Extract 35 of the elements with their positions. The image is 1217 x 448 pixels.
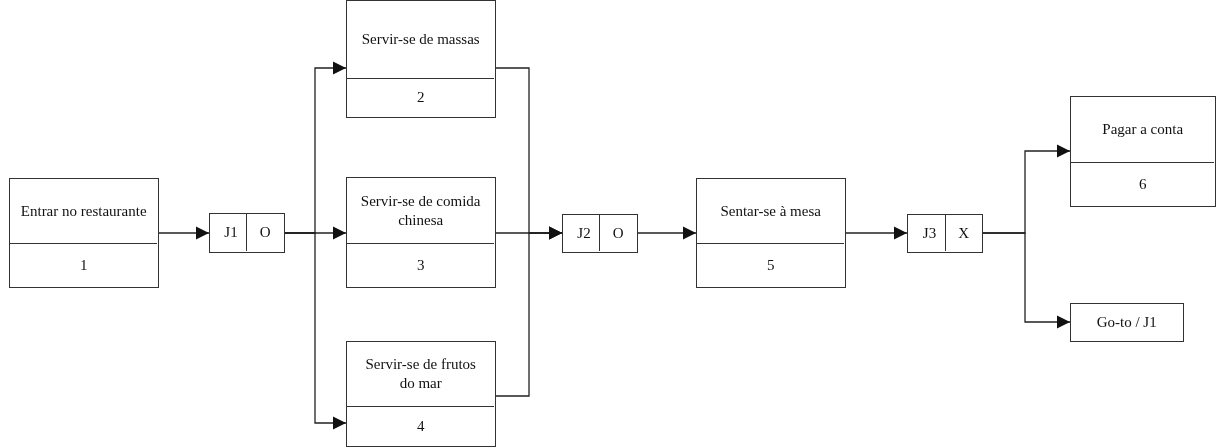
junction-type: O [259, 223, 271, 243]
arrow [495, 226, 563, 397]
arrow [158, 226, 210, 240]
arrow [284, 232, 347, 430]
process-box [346, 341, 496, 447]
junction-box [907, 214, 983, 253]
process-number: 3 [416, 255, 425, 275]
junction-label: J1 [224, 223, 238, 243]
process-box [696, 178, 846, 288]
junction-box [562, 214, 638, 253]
arrow [982, 232, 1071, 329]
process-label: Go-to / J1 [1096, 312, 1157, 332]
process-label: Servir-se de massas [361, 30, 480, 49]
process-box [9, 178, 159, 288]
process-box [346, 0, 496, 118]
arrow [845, 226, 908, 240]
process-number: 2 [416, 88, 425, 108]
junction-box [209, 213, 285, 253]
junction-label: J3 [922, 223, 937, 243]
junction-label: J2 [577, 223, 591, 243]
process-box [346, 177, 496, 288]
junction-type: O [612, 223, 624, 243]
arrow [637, 226, 697, 240]
process-label: Servir-se de frutos do mar [364, 355, 477, 393]
referent-box [1070, 303, 1184, 342]
process-number: 1 [79, 255, 88, 275]
process-number: 5 [766, 255, 775, 275]
process-box [1070, 96, 1216, 207]
process-number: 4 [416, 416, 425, 436]
process-label: Servir-se de comida chinesa [359, 191, 482, 230]
junction-type: X [958, 223, 970, 243]
process-label: Sentar-se à mesa [720, 201, 821, 221]
process-label: Pagar a conta [1102, 120, 1184, 139]
process-label: Entrar no restaurante [20, 201, 147, 221]
process-number: 6 [1138, 174, 1147, 194]
